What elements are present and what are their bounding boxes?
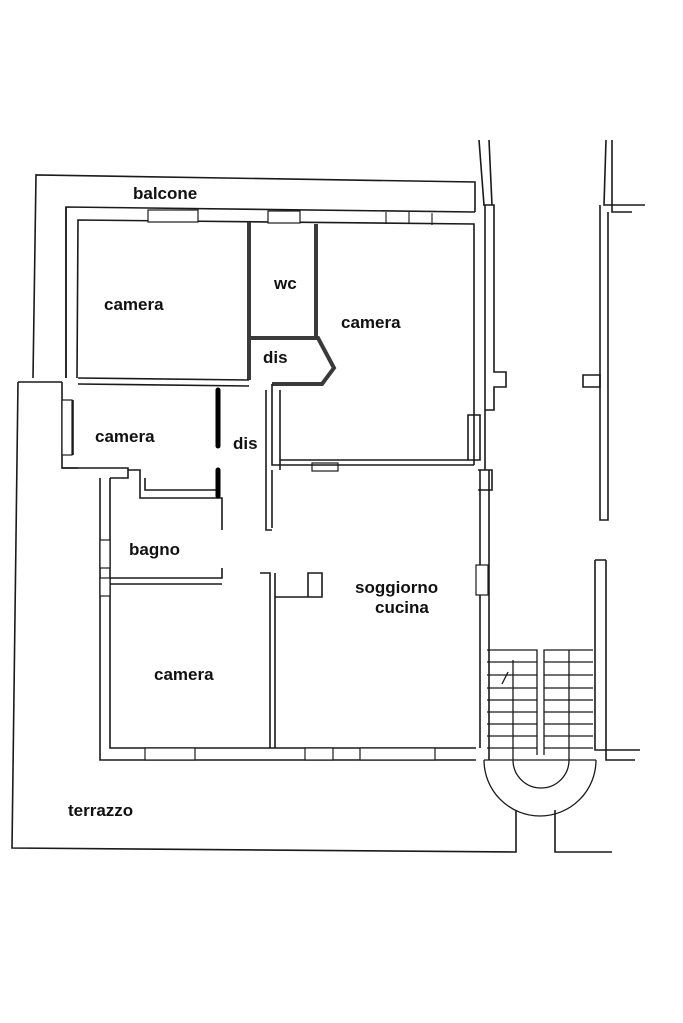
window <box>311 462 339 472</box>
terrace-outline <box>11 381 612 853</box>
window <box>475 564 489 596</box>
room-label-dis-upper: dis <box>263 348 288 367</box>
room-label-bagno: bagno <box>129 540 180 559</box>
staircase <box>483 649 597 817</box>
room-label-terrazzo: terrazzo <box>68 801 133 820</box>
window <box>61 399 73 456</box>
balcony-outline <box>32 174 476 379</box>
room-label-soggiorno: soggiorno <box>355 578 438 597</box>
room-label-wc: wc <box>273 274 297 293</box>
room-label-camera-ne: camera <box>341 313 401 332</box>
room-label-balcone: balcone <box>133 184 197 203</box>
window <box>144 747 196 761</box>
room-label-camera-nw: camera <box>104 295 164 314</box>
interior-walls <box>77 222 474 748</box>
window <box>99 577 111 597</box>
window <box>267 210 301 224</box>
windows <box>61 209 489 761</box>
right-structure <box>582 139 645 761</box>
window <box>147 209 199 223</box>
room-label-camera-w: camera <box>95 427 155 446</box>
room-label-camera-sw: camera <box>154 665 214 684</box>
room-label-dis-center: dis <box>233 434 258 453</box>
window <box>304 747 334 761</box>
room-label-cucina: cucina <box>375 598 429 617</box>
window <box>99 539 111 569</box>
exterior-walls <box>61 139 507 761</box>
window <box>359 747 436 761</box>
